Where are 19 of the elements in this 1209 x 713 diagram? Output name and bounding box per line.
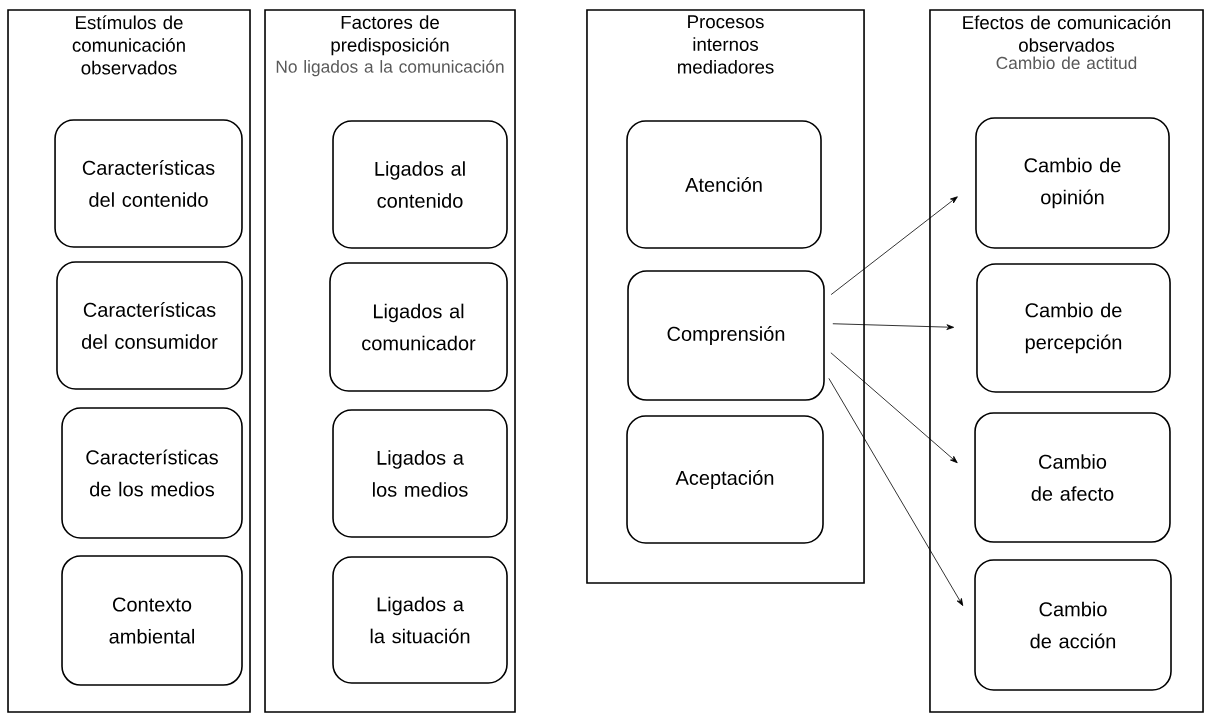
rounded-box: Comprensión <box>627 270 825 401</box>
rounded-box: Cambio de acción <box>974 559 1172 691</box>
rounded-box: Contexto ambiental <box>61 555 243 686</box>
rounded-box: Aceptación <box>626 415 824 544</box>
arrow <box>830 196 958 295</box>
rounded-box: Ligados al comunicador <box>329 262 508 392</box>
rounded-box: Cambio de afecto <box>974 412 1171 543</box>
arrow <box>830 352 958 464</box>
rounded-box: Cambio de percepción <box>976 263 1171 393</box>
rounded-box: Ligados a la situación <box>332 556 508 684</box>
rounded-box: Características del consumidor <box>56 261 243 390</box>
rounded-box: Cambio de opinión <box>975 117 1170 249</box>
rounded-box: Ligados a los medios <box>332 409 508 538</box>
rounded-box: Atención <box>626 120 822 249</box>
arrow <box>832 323 955 330</box>
rounded-box: Características de los medios <box>61 407 243 539</box>
rounded-box: Ligados al contenido <box>332 120 508 249</box>
rounded-box: Características del contenido <box>54 119 243 248</box>
arrow <box>828 378 964 606</box>
